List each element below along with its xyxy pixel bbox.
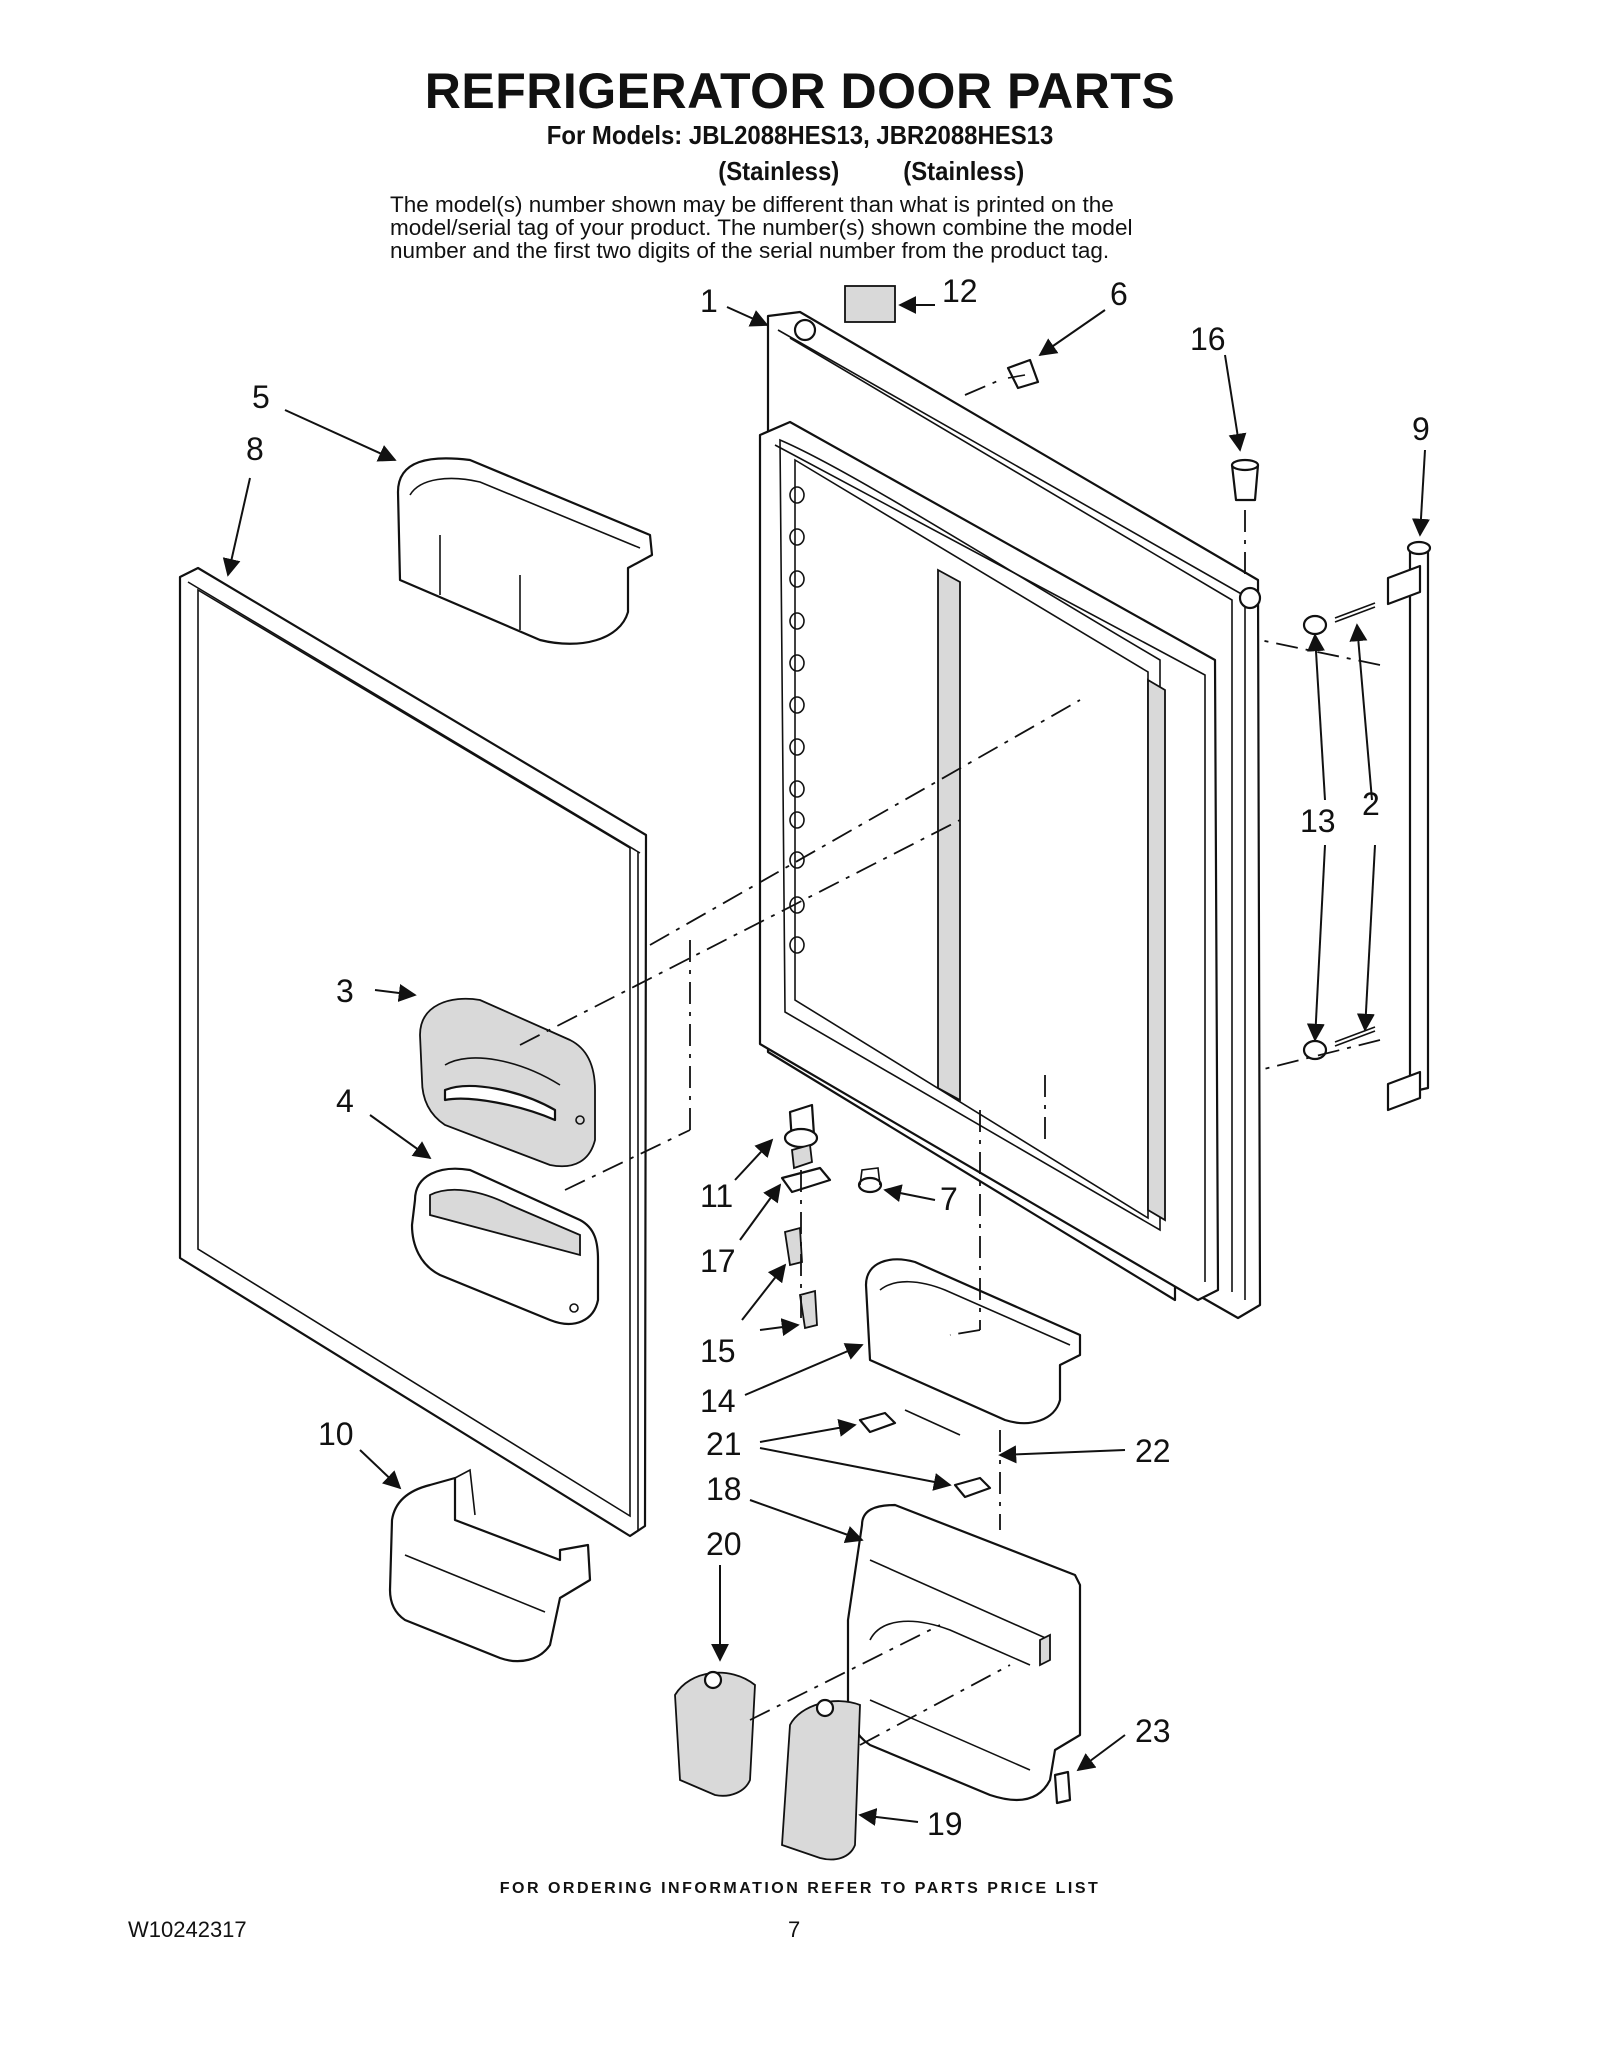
callout-19: 19	[927, 1806, 963, 1842]
callout-23: 23	[1135, 1713, 1171, 1749]
part-21-pivots	[858, 1411, 992, 1499]
callout-2: 2	[1362, 786, 1380, 822]
part-20-lever	[674, 1670, 756, 1797]
page-number: 7	[788, 1917, 801, 1942]
document-number: W10242317	[128, 1917, 247, 1942]
callout-15: 15	[700, 1333, 736, 1369]
callout-numbers: 1 12 6 16 9 5 8 3 4 10 11 17 15 7 14 21 …	[246, 273, 1430, 1842]
part-1-door-frame	[758, 310, 1262, 1320]
part-4-dispenser-bin	[410, 1167, 600, 1325]
note-line-2: model/serial tag of your product. The nu…	[390, 215, 1133, 240]
callout-10: 10	[318, 1416, 354, 1452]
ordering-note: FOR ORDERING INFORMATION REFER TO PARTS …	[499, 1880, 1101, 1897]
callout-5: 5	[252, 379, 270, 415]
model-numbers: For Models: JBL2088HES13, JBR2088HES13	[546, 120, 1054, 150]
part-23-clip	[1053, 1770, 1072, 1805]
callout-6: 6	[1110, 276, 1128, 312]
callout-8: 8	[246, 431, 264, 467]
part-17-hinge-plate	[780, 1166, 832, 1194]
callout-20: 20	[706, 1526, 742, 1562]
callout-13: 13	[1300, 803, 1336, 839]
callout-21: 21	[706, 1426, 742, 1462]
callout-11: 11	[700, 1178, 733, 1214]
callout-16: 16	[1190, 321, 1226, 357]
callout-4: 4	[336, 1083, 354, 1119]
finish-label-1: (Stainless)	[718, 156, 840, 186]
model-note: The model(s) number shown may be differe…	[390, 193, 1270, 262]
part-15-screws	[783, 1226, 818, 1330]
note-line-3: number and the first two digits of the s…	[390, 238, 1110, 263]
callout-7: 7	[940, 1181, 958, 1217]
callout-22: 22	[1135, 1433, 1171, 1469]
part-18-dispenser-housing	[846, 1503, 1082, 1802]
part-16-bushing	[1230, 458, 1260, 502]
callout-3: 3	[336, 973, 354, 1009]
callout-1: 1	[700, 283, 718, 319]
part-11-hinge	[783, 1103, 819, 1170]
frame-mounting-holes	[789, 486, 805, 954]
part-22-spring	[904, 1409, 961, 1436]
part-10-lower-bin	[388, 1468, 592, 1663]
callout-9: 9	[1412, 411, 1430, 447]
callout-leaders	[222, 296, 1430, 1826]
part-14-bin	[864, 1258, 1082, 1425]
part-19-lever	[781, 1698, 861, 1861]
page-title: REFRIGERATOR DOOR PARTS	[424, 63, 1176, 119]
part-3-dispenser-cover	[419, 997, 596, 1168]
callout-14: 14	[700, 1383, 736, 1419]
part-7-bumper	[857, 1167, 883, 1194]
callout-17: 17	[700, 1243, 736, 1279]
callout-18: 18	[706, 1471, 742, 1507]
part-9-handle	[1386, 540, 1432, 1112]
part-12-label	[844, 285, 896, 323]
part-6-plug	[1006, 358, 1040, 390]
finish-label-2: (Stainless)	[903, 156, 1025, 186]
note-line-1: The model(s) number shown may be differe…	[390, 192, 1114, 217]
callout-12: 12	[942, 273, 978, 309]
part-5-upper-bin	[396, 457, 654, 645]
